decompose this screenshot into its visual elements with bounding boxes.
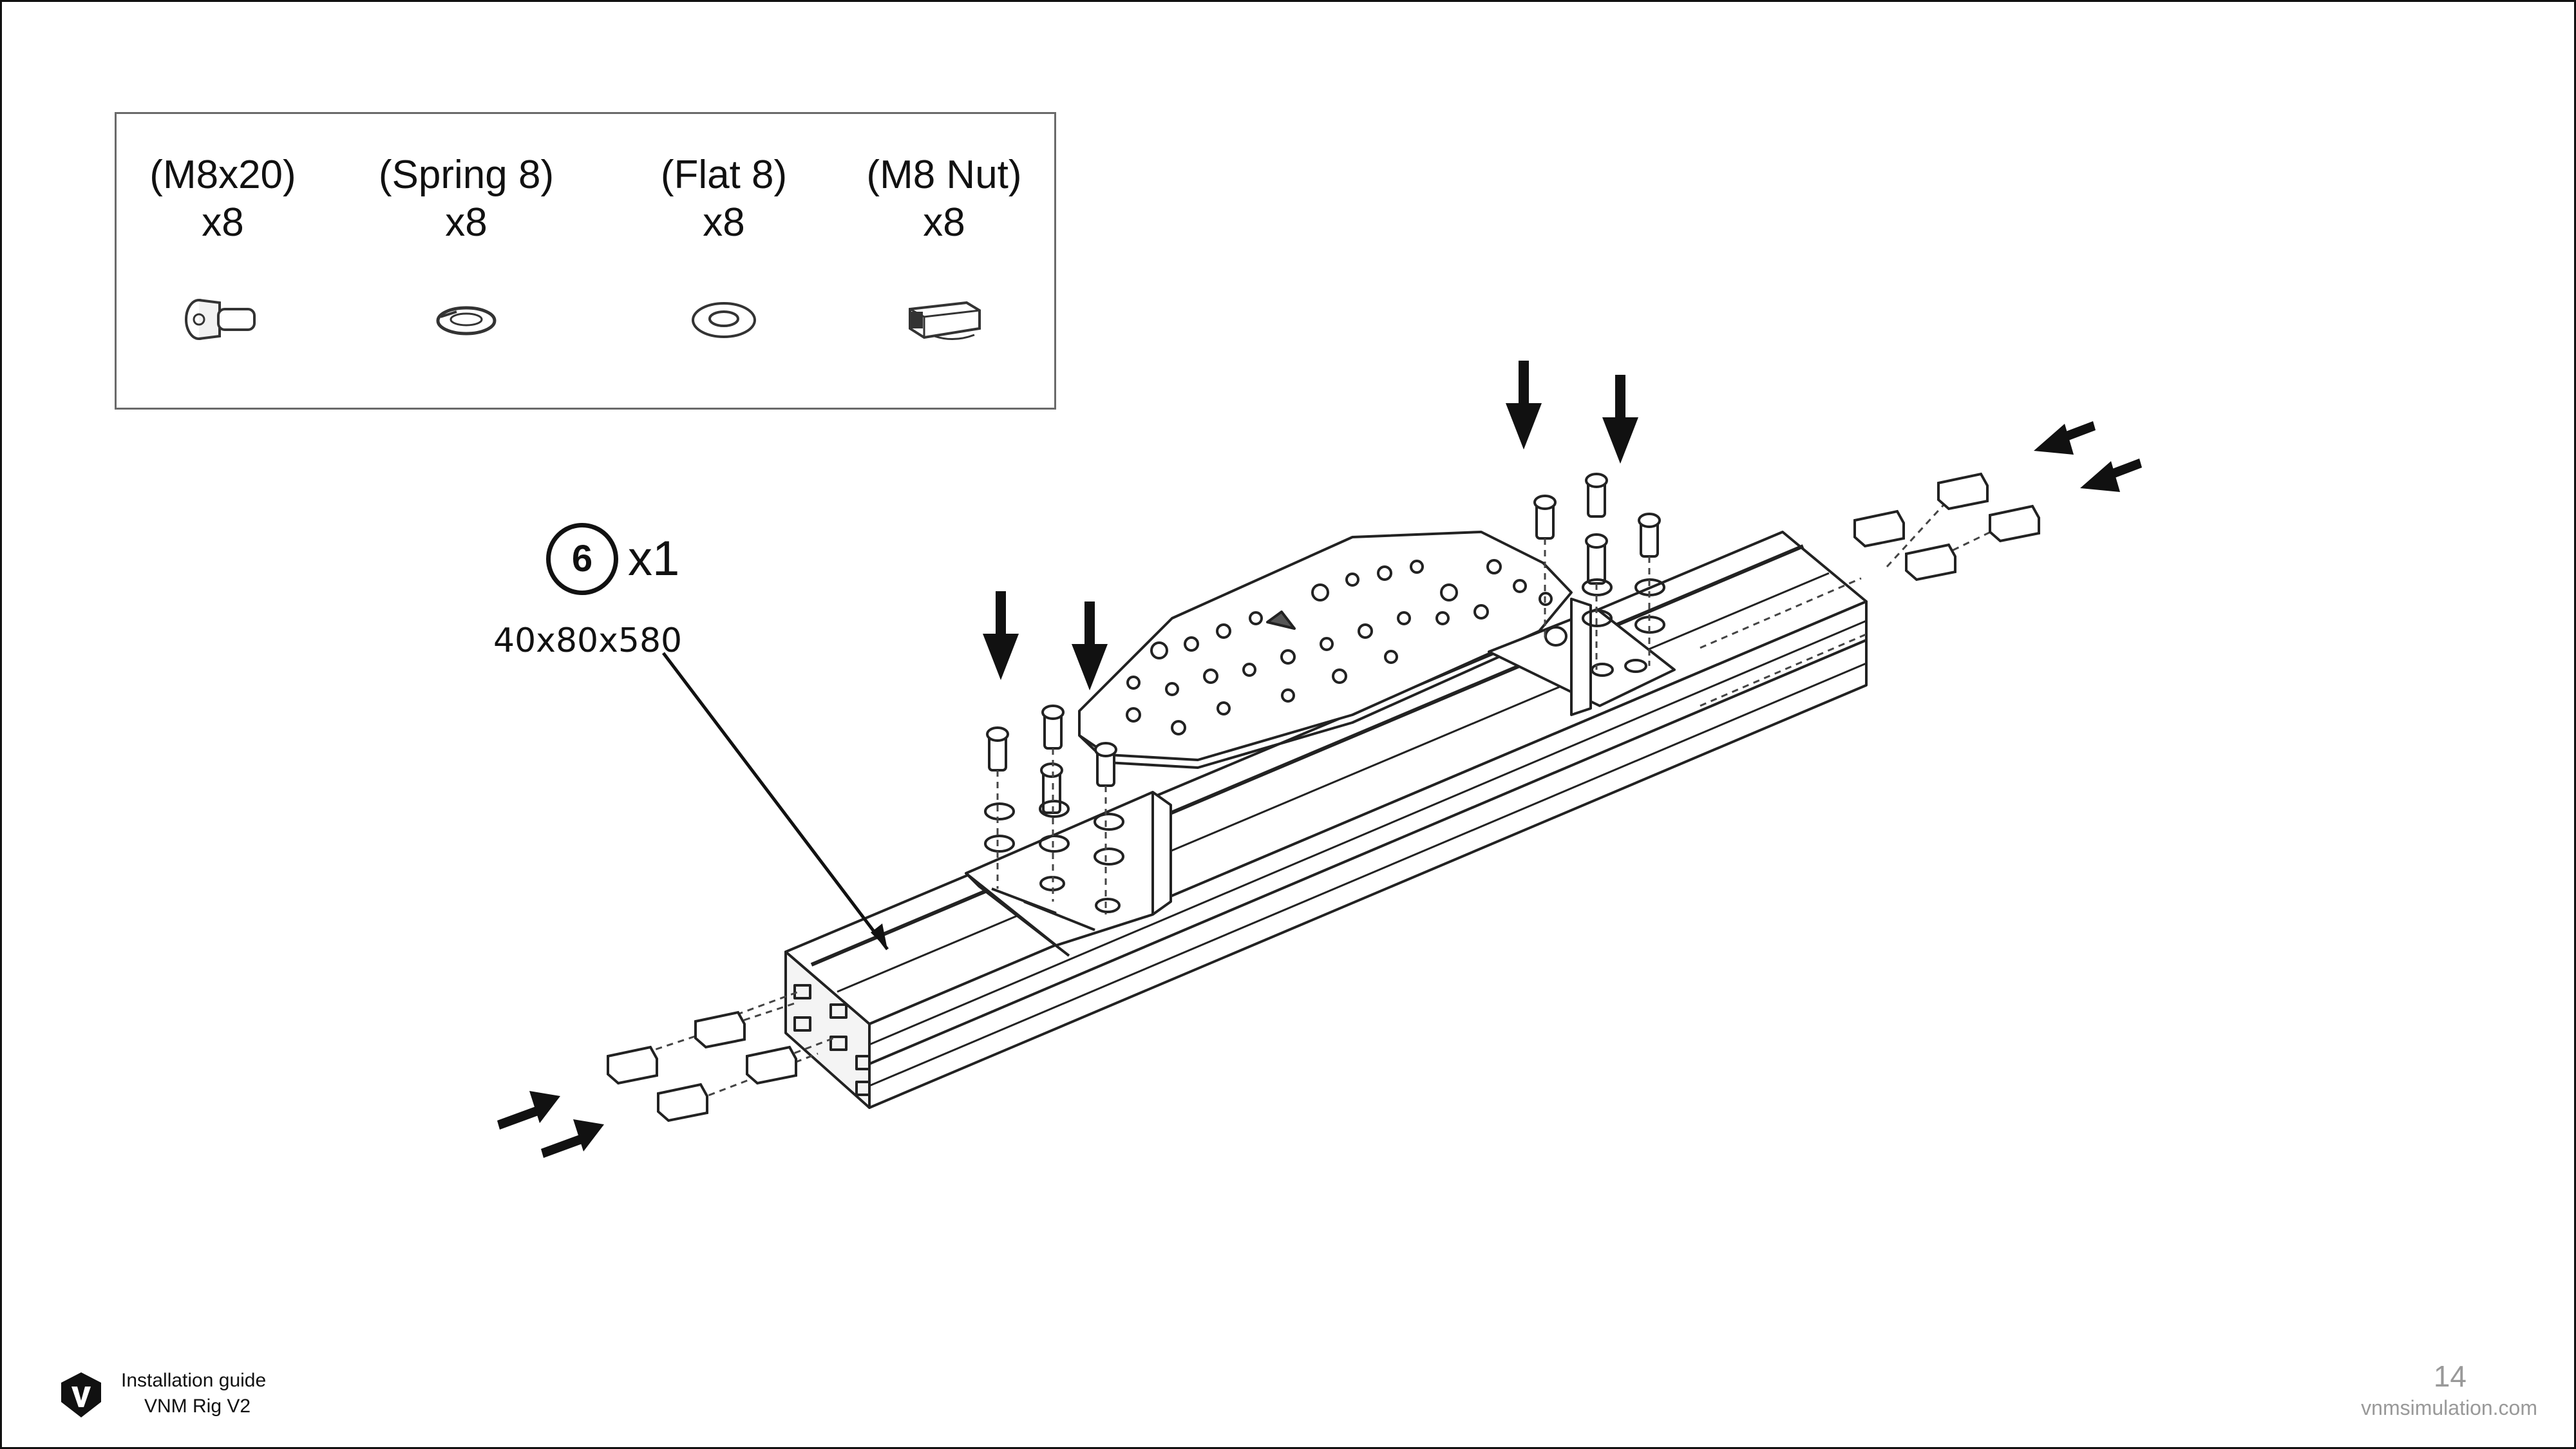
right-arrow-icon (497, 1091, 560, 1130)
t-slot-nuts (607, 472, 2040, 1122)
t-slot-nut-icon (909, 301, 981, 341)
flat-washer-icon (692, 302, 756, 338)
part-name: (M8x20) (149, 153, 296, 197)
rear-bracket (1488, 598, 1676, 716)
footer-guide-line2: VNM Rig V2 (144, 1396, 251, 1417)
part-qty: x8 (923, 200, 965, 245)
leader-arrowhead (871, 923, 887, 949)
down-arrow-icon (1072, 601, 1108, 690)
step-quantity: x1 (628, 531, 680, 586)
website-link[interactable]: vnmsimulation.com (2361, 1396, 2537, 1419)
down-arrow-icon (983, 591, 1019, 680)
part-name: (Flat 8) (660, 153, 788, 197)
front-bracket (965, 791, 1172, 957)
front-bolts (984, 705, 1124, 866)
part-qty: x8 (703, 200, 745, 245)
footer-guide-line1: Installation guide (121, 1370, 267, 1391)
rear-bolts (1533, 473, 1665, 634)
direction-arrows (497, 361, 2142, 1158)
part-name: (Spring 8) (378, 153, 554, 197)
part-qty: x8 (202, 200, 244, 245)
part-name: (M8 Nut) (866, 153, 1022, 197)
spring-washer-icon (436, 306, 497, 336)
left-arrow-icon (2034, 421, 2096, 455)
step-number-badge: 6 (546, 523, 618, 595)
vnm-shield-logo-icon (61, 1372, 101, 1417)
right-arrow-icon (541, 1119, 604, 1158)
part-t-nut: (M8 Nut) x8 (838, 151, 1050, 341)
profile-size-label: 40x80x580 (493, 621, 683, 660)
parts-list-box: (M8x20) x8 (Spring 8) x8 (Flat 8) x8 (M8… (115, 112, 1056, 410)
part-flat-washer: (Flat 8) x8 (618, 151, 830, 338)
part-spring-washer: (Spring 8) x8 (360, 151, 573, 336)
footer-guide-title: Installation guide VNM Rig V2 (121, 1368, 289, 1419)
down-arrow-icon (1602, 375, 1638, 464)
down-arrow-icon (1506, 361, 1542, 450)
socket-cap-screw-icon (185, 299, 256, 340)
left-arrow-icon (2080, 459, 2142, 492)
part-qty: x8 (445, 200, 488, 245)
page-number: 14 (2433, 1359, 2467, 1393)
profile-leader-line (662, 652, 889, 951)
part-bolt: (M8x20) x8 (117, 151, 329, 340)
